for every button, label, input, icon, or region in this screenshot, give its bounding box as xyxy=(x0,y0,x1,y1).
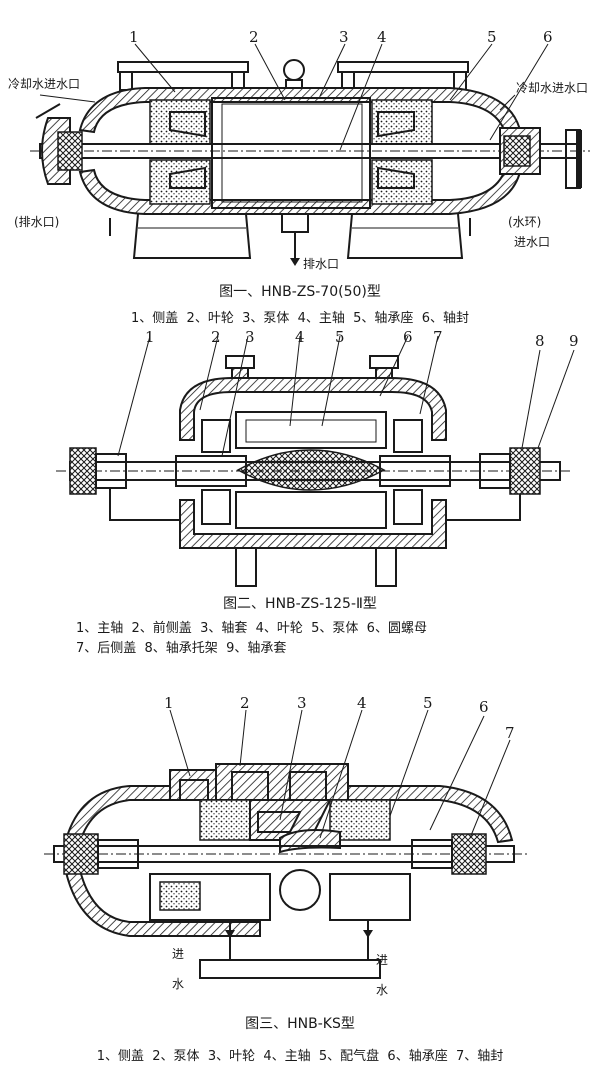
fig2-number-1: 1 xyxy=(145,328,155,346)
fig2-number-8: 8 xyxy=(535,332,545,350)
fig2-legend-line-2: 7、后侧盖 8、轴承托架 9、轴承套 xyxy=(76,640,286,656)
fig3-inlet-right-2: 水 xyxy=(376,983,388,997)
fig3-number-6: 6 xyxy=(479,698,489,716)
figure-1-drawing xyxy=(30,43,590,266)
figure-2-drawing xyxy=(56,335,575,587)
fig2-number-2: 2 xyxy=(211,328,221,346)
fig2-number-5: 5 xyxy=(335,328,345,346)
fig2-legend-line-1: 1、主轴 2、前侧盖 3、轴套 4、叶轮 5、泵体 6、圆螺母 xyxy=(76,620,427,636)
fig2-number-9: 9 xyxy=(569,332,579,350)
fig1-inlet-right: 进水口 xyxy=(514,235,550,249)
fig3-inlet-left-2: 水 xyxy=(172,977,184,991)
fig2-number-4: 4 xyxy=(295,328,305,346)
fig3-number-2: 2 xyxy=(240,694,250,712)
figure-1: 1 2 3 4 5 6 冷却水进水口 冷却水进水口 (排水口) (水环) 进水口… xyxy=(8,28,590,326)
fig3-number-4: 4 xyxy=(357,694,367,712)
fig3-number-3: 3 xyxy=(297,694,307,712)
fig1-caption: 图一、HNB-ZS-70(50)型 xyxy=(219,284,381,300)
fig3-number-5: 5 xyxy=(423,694,433,712)
fig1-drain-bottom: 排水口 xyxy=(303,257,339,271)
fig1-drain-left: (排水口) xyxy=(14,215,59,229)
fig1-number-1: 1 xyxy=(129,28,139,46)
fig2-number-6: 6 xyxy=(403,328,413,346)
fig3-inlet-left-1: 进 xyxy=(172,947,184,961)
fig3-number-1: 1 xyxy=(164,694,174,712)
fig1-cooling-inlet-right: 冷却水进水口 xyxy=(516,81,588,95)
fig1-number-4: 4 xyxy=(377,28,387,46)
fig1-water-ring: (水环) xyxy=(508,215,541,229)
fig3-caption: 图三、HNB-KS型 xyxy=(245,1016,355,1032)
fig1-number-3: 3 xyxy=(339,28,349,46)
figure-3: 1 2 3 4 5 6 7 进 水 进 水 图三、HNB-KS型 1、侧盖 2、… xyxy=(44,694,530,1064)
fig2-number-3: 3 xyxy=(245,328,255,346)
figure-2: 1 2 3 4 5 6 7 8 9 图二、HNB-ZS-125-Ⅱ型 1、主轴 … xyxy=(56,328,579,656)
fig3-number-7: 7 xyxy=(505,724,515,742)
fig3-inlet-right-1: 进 xyxy=(376,953,388,967)
fig1-number-5: 5 xyxy=(487,28,497,46)
fig1-cooling-inlet-left: 冷却水进水口 xyxy=(8,77,80,91)
fig2-caption: 图二、HNB-ZS-125-Ⅱ型 xyxy=(223,596,377,612)
fig2-number-7: 7 xyxy=(433,328,443,346)
figure-3-drawing xyxy=(44,709,530,979)
fig1-number-6: 6 xyxy=(543,28,553,46)
fig1-number-2: 2 xyxy=(249,28,259,46)
fig1-legend: 1、侧盖 2、叶轮 3、泵体 4、主轴 5、轴承座 6、轴封 xyxy=(131,311,469,326)
fig3-legend: 1、侧盖 2、泵体 3、叶轮 4、主轴 5、配气盘 6、轴承座 7、轴封 xyxy=(97,1048,504,1064)
